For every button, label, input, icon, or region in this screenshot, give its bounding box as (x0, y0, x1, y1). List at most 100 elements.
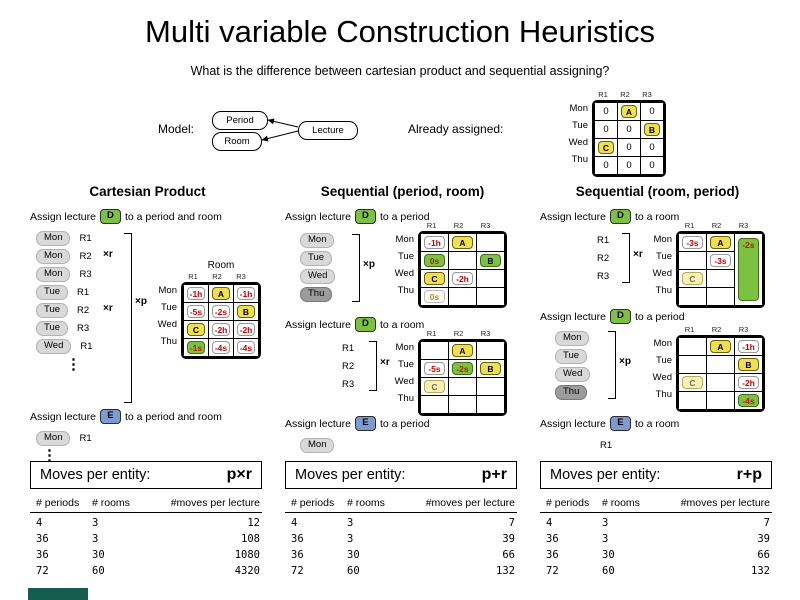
model-label: Model: (158, 122, 195, 136)
row-label: Tue (160, 302, 177, 313)
col-header: R1 (188, 272, 198, 281)
table-cell: 30 (92, 549, 105, 561)
move-label: R1 (342, 342, 355, 354)
slide-title: Multi variable Construction Heuristics (145, 14, 655, 49)
grid-cell (476, 377, 505, 396)
grid-cell: A (448, 341, 477, 360)
slide-subtitle: What is the difference between cartesian… (190, 64, 610, 78)
row-label: Thu (655, 389, 672, 400)
moves-formula: p×r (226, 466, 252, 483)
grid-cell-chip: C (424, 272, 445, 285)
grid-cell: B (233, 302, 259, 321)
grid-cell: 0 (640, 138, 664, 157)
move-label: R2 (342, 360, 355, 372)
move-row: R2 (340, 357, 356, 375)
grid-cell-chip: -3s (682, 236, 703, 249)
row-label: Thu (160, 336, 177, 347)
table-cell: 36 (291, 549, 304, 561)
move-row: Thu (300, 285, 335, 303)
grid-cell-chip: B (480, 362, 501, 375)
grid-cell (678, 337, 707, 356)
grid-cell-chip: 0s (424, 254, 445, 267)
table-cell: 3 (602, 533, 609, 545)
table-cell: 60 (92, 565, 105, 577)
table-header: # rooms (602, 497, 640, 509)
grid-cell: 0s (420, 287, 449, 306)
table-cell: 60 (602, 565, 615, 577)
grid-cell-chip: A (212, 287, 230, 300)
col-header: R3 (738, 221, 749, 230)
heading-sequential-period-room: Sequential (period, room) (320, 184, 485, 199)
assign-line: Assign lecture E to a room (540, 416, 679, 431)
table-cell: 72 (546, 565, 559, 577)
assign-prefix: Assign lecture (540, 417, 606, 430)
grid-cell: -4s (233, 338, 259, 357)
move-row: Tue (555, 347, 590, 365)
footer-logo-bar (28, 588, 88, 600)
row-label: Wed (394, 268, 414, 279)
lecture-e-chip: E (354, 416, 376, 431)
grid-cell-chip: -4s (237, 341, 255, 354)
grid-cell (678, 251, 707, 270)
grid-cell (706, 373, 735, 392)
grid-cell: B (476, 359, 505, 378)
bracket (352, 234, 360, 302)
move-label: Mon (36, 430, 71, 446)
grid-cell: C (183, 320, 209, 339)
move-label: Mon (300, 437, 335, 453)
grid-cell: -2h (448, 269, 477, 288)
lecture-d-chip: D (354, 317, 376, 332)
grid-cell (448, 251, 477, 270)
table-cell: 36 (546, 549, 559, 561)
grid-cell: 0 (617, 156, 641, 175)
grid-cell-chip: -2h (237, 323, 255, 336)
bracket (622, 233, 630, 283)
row-label: Thu (397, 393, 414, 404)
grid-cell: 0 (617, 138, 641, 157)
grid-cell-chip: B (237, 305, 255, 318)
move-label: Thu (555, 384, 588, 400)
grid-cell: -1h (420, 233, 449, 252)
grid-cell (678, 391, 707, 410)
grid-cell (706, 355, 735, 374)
assign-line: Assign lecture E to a period and room (30, 409, 222, 424)
times-r-label: ×r (103, 249, 113, 260)
assign-prefix: Assign lecture (30, 410, 96, 423)
moves-per-entity-label: Moves per entity: (550, 467, 661, 483)
grid-cell: A (706, 233, 735, 252)
table-cell: 132 (496, 565, 515, 577)
grid-cell: C (678, 373, 707, 392)
row-label: Tue (397, 251, 414, 262)
table-cell: 30 (602, 549, 615, 561)
times-r-label: ×r (633, 249, 643, 260)
grid-cell: -3s (678, 233, 707, 252)
grid-cell (476, 269, 505, 288)
ellipsis-dots: ⋮ (42, 447, 57, 464)
row-label: Tue (571, 120, 588, 131)
row-label: Wed (652, 372, 672, 383)
grid-cell-chip: -5s (424, 362, 445, 375)
grid-cell-chip: C (682, 376, 703, 389)
grid-cell-chip: -2h (212, 323, 230, 336)
assign-suffix: to a room (634, 210, 680, 223)
move-label: R3 (342, 378, 355, 390)
move-label: Tue (36, 320, 69, 336)
assign-line: Assign lecture E to a period (285, 416, 430, 431)
grid-cell: -2h (208, 320, 234, 339)
table-cell: 36 (36, 549, 49, 561)
